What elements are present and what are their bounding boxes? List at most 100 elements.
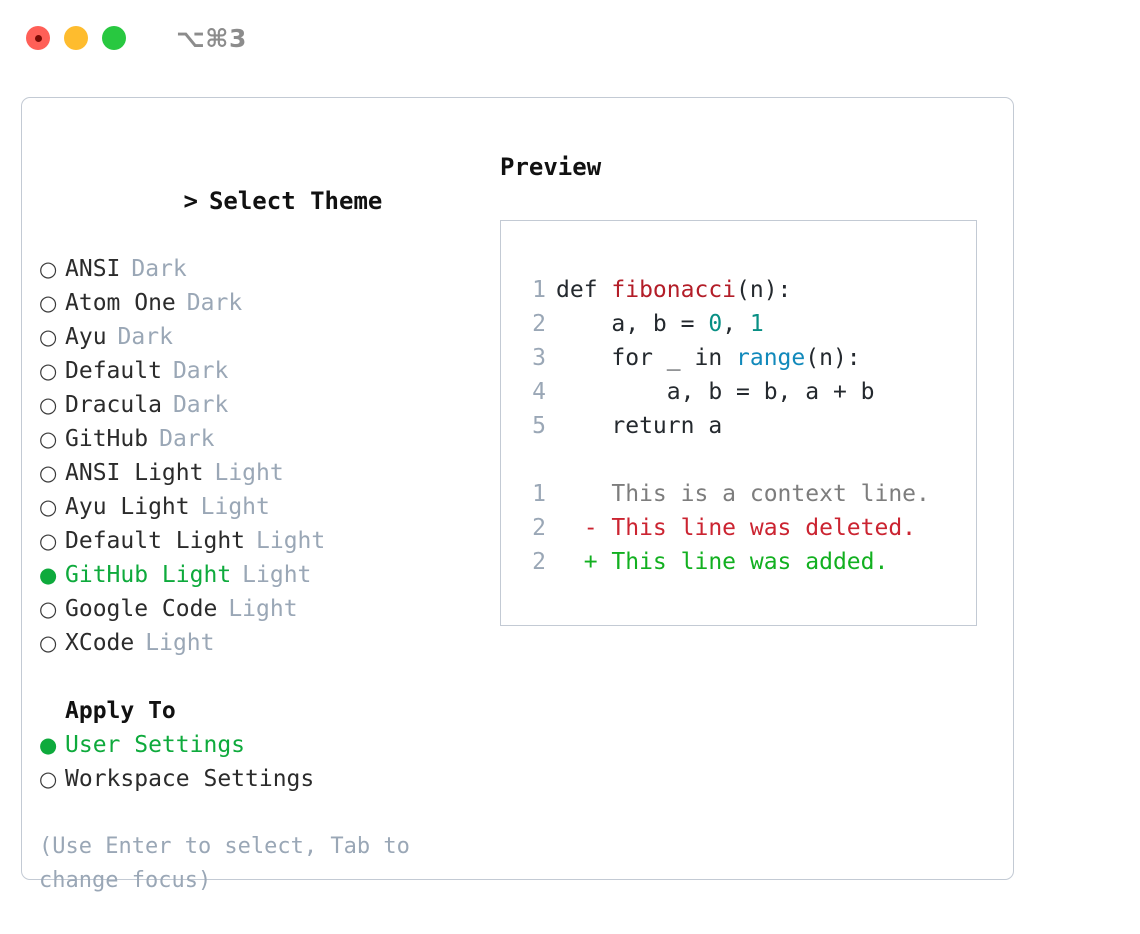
theme-option-variant-tag: Light (214, 460, 284, 486)
radio-empty-icon: ○ (39, 597, 58, 621)
theme-option-label: Atom One (65, 290, 176, 316)
theme-option-label: GitHub (65, 426, 149, 452)
theme-option-variant-tag: Light (200, 494, 270, 520)
diff-marker: - (556, 515, 612, 541)
radio-selected-icon: ● (39, 563, 58, 587)
theme-option[interactable]: ○ GitHub Dark (39, 422, 500, 456)
code-token-num: 1 (749, 311, 764, 337)
code-token-plain: a, b = (556, 311, 709, 337)
code-line: 2 a, b = 0, 1 (520, 307, 976, 341)
theme-option[interactable]: ○ Google Code Light (39, 592, 500, 626)
code-token-plain: return a (556, 413, 723, 439)
select-theme-heading: > Select Theme (39, 150, 500, 252)
line-number: 4 (532, 379, 546, 405)
line-number: 1 (532, 481, 546, 507)
code-token-plain: , (722, 311, 750, 337)
radio-empty-icon: ○ (39, 427, 58, 451)
window-controls (26, 26, 126, 50)
code-token-num: 0 (708, 311, 723, 337)
theme-option-label: Default Light (65, 528, 246, 554)
theme-option-label: ANSI Light (65, 460, 204, 486)
radio-empty-icon: ○ (39, 767, 58, 791)
diff-text: This line was added. (611, 549, 889, 575)
diff-line: 2 + This line was added. (520, 545, 976, 579)
theme-option-variant-tag: Dark (172, 358, 229, 384)
diff-text: This line was deleted. (611, 515, 917, 541)
radio-selected-icon: ● (39, 733, 58, 757)
theme-option[interactable]: ○ Ayu Light Light (39, 490, 500, 524)
theme-option-variant-tag: Dark (172, 392, 229, 418)
code-token-plain: (n): (805, 345, 861, 371)
radio-empty-icon: ○ (39, 359, 58, 383)
radio-empty-icon: ○ (39, 257, 58, 281)
theme-option-label: XCode (65, 630, 135, 656)
radio-empty-icon: ○ (39, 325, 58, 349)
theme-option-variant-tag: Light (145, 630, 215, 656)
code-line: 4 a, b = b, a + b (520, 375, 976, 409)
code-token-plain: for _ in (556, 345, 737, 371)
theme-option-variant-tag: Dark (117, 324, 173, 350)
line-number: 5 (532, 413, 546, 439)
theme-option-label: Google Code (65, 596, 218, 622)
line-number: 2 (532, 549, 546, 575)
apply-to-list: ●User Settings ○ Workspace Settings (39, 728, 500, 796)
code-line: 5 return a (520, 409, 976, 443)
diff-line: 1 This is a context line. (520, 477, 976, 511)
select-theme-heading-label: Select Theme (208, 187, 383, 215)
apply-to-option-label: Workspace Settings (65, 766, 315, 792)
theme-option[interactable]: ○ Default Light Light (39, 524, 500, 558)
theme-option[interactable]: ○ Ayu Dark (39, 320, 500, 354)
radio-empty-icon: ○ (39, 495, 58, 519)
list-spacer (39, 660, 500, 694)
radio-empty-icon: ○ (39, 631, 58, 655)
theme-option[interactable]: ○ ANSI Light Light (39, 456, 500, 490)
radio-empty-icon: ○ (39, 529, 58, 553)
theme-option-label: Ayu (65, 324, 107, 350)
theme-option-variant-tag: Light (228, 596, 298, 622)
radio-empty-icon: ○ (39, 461, 58, 485)
theme-option-label: Default (65, 358, 162, 384)
radio-empty-icon: ○ (39, 393, 58, 417)
theme-option-variant-tag: Dark (131, 256, 187, 282)
keyboard-hint-text: (Use Enter to select, Tab to change focu… (39, 834, 424, 893)
diff-marker: + (556, 549, 612, 575)
apply-to-option[interactable]: ○ Workspace Settings (39, 762, 500, 796)
code-token-plain: def (556, 277, 612, 303)
theme-option-variant-tag: Light (256, 528, 326, 554)
theme-option[interactable]: ○ Atom One Dark (39, 286, 500, 320)
hint-spacer (39, 796, 500, 830)
radio-empty-icon: ○ (39, 291, 58, 315)
theme-option-label: Ayu Light (65, 494, 190, 520)
code-token-call: range (736, 345, 806, 371)
code-diff-separator (520, 443, 976, 477)
diff-sample: 1 This is a context line.2 - This line w… (520, 477, 976, 579)
line-number: 1 (532, 277, 546, 303)
theme-option[interactable]: ○ XCode Light (39, 626, 500, 660)
diff-text: This is a context line. (611, 481, 930, 507)
line-number: 3 (532, 345, 546, 371)
theme-option-variant-tag: Dark (159, 426, 215, 452)
preview-heading: Preview (500, 153, 602, 181)
minimize-button[interactable] (64, 26, 88, 50)
theme-option[interactable]: ○ Default Dark (39, 354, 500, 388)
theme-option-label: GitHub Light (65, 562, 232, 588)
diff-line: 2 - This line was deleted. (520, 511, 976, 545)
close-button[interactable] (26, 26, 50, 50)
zoom-button[interactable] (102, 26, 126, 50)
apply-to-option[interactable]: ●User Settings (39, 728, 500, 762)
prompt-caret-icon: > (183, 187, 198, 215)
code-line: 3 for _ in range(n): (520, 341, 976, 375)
code-token-plain: (n): (736, 277, 792, 303)
theme-option-variant-tag: Dark (186, 290, 243, 316)
line-number: 2 (532, 311, 546, 337)
